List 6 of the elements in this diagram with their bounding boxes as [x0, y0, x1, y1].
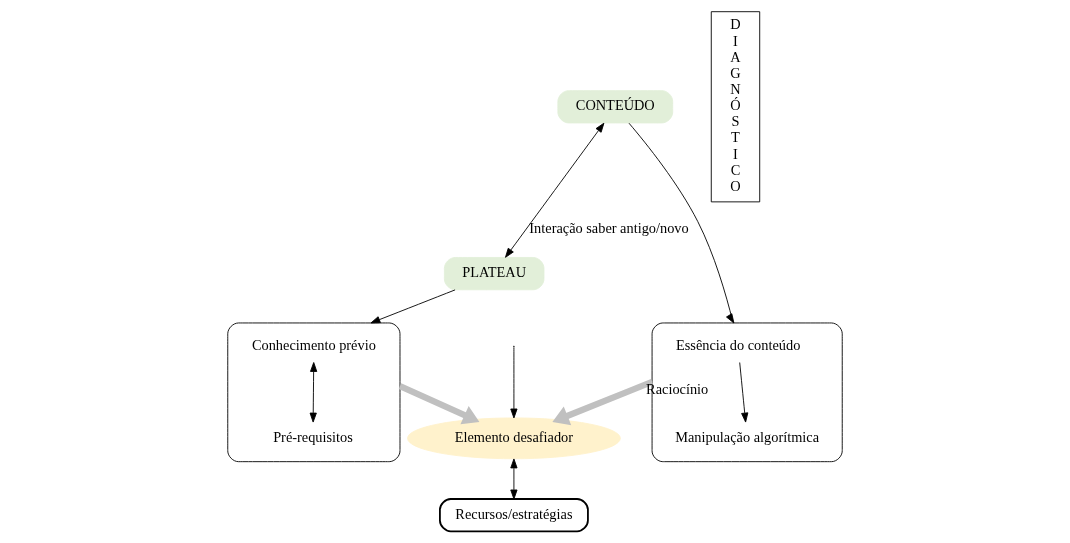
edge-label: Raciocínio	[646, 380, 709, 397]
node-text: Pré-requisitos	[273, 428, 353, 445]
node-text: Conhecimento prévio	[251, 336, 376, 353]
edge-label: Interação saber antigo/novo	[529, 220, 689, 237]
node-text: Essência do conteúdo	[676, 336, 801, 353]
node-text: Manipulação algorítmica	[675, 428, 820, 445]
